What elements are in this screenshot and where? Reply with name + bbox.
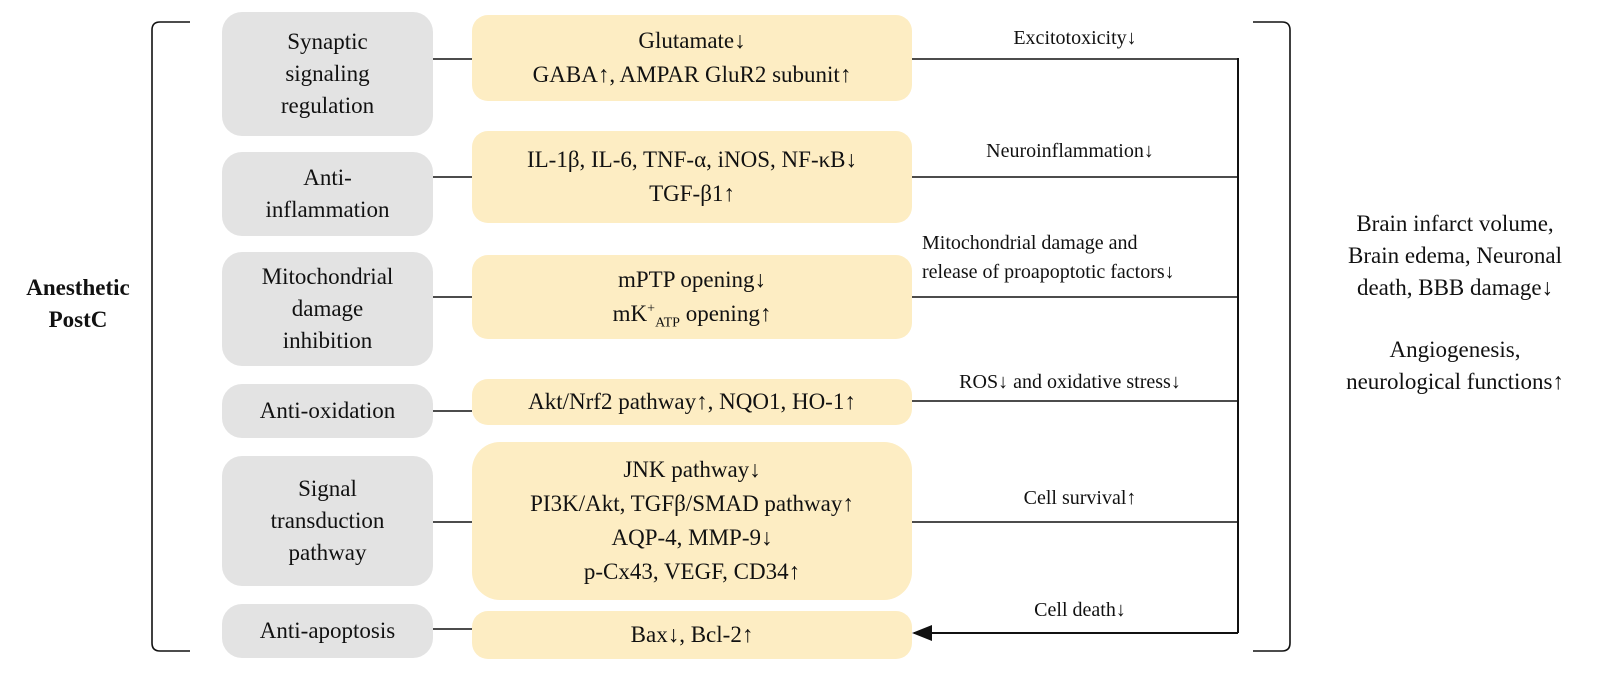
effect-text: Excitotoxicity↓ xyxy=(1013,27,1137,49)
root-label-line: PostC xyxy=(48,307,108,332)
mechanism-text: JNK pathway↓ xyxy=(623,457,761,482)
outcome-brain-damage: Brain infarct volume, Brain edema, Neuro… xyxy=(1318,208,1592,304)
effect-text: release of proapoptotic factors↓ xyxy=(922,261,1175,283)
outcomes-panel: Brain infarct volume, Brain edema, Neuro… xyxy=(1318,208,1592,428)
mechanism-jnk-pi3k: JNK pathway↓ PI3K/Akt, TGFβ/SMAD pathway… xyxy=(472,442,912,600)
effect-mitochondrial-damage: Mitochondrial damage and release of proa… xyxy=(922,229,1242,287)
mechanism-text: Bax↓, Bcl-2↑ xyxy=(630,622,754,647)
category-label: Anti-apoptosis xyxy=(259,618,396,643)
outcome-text: neurological functions↑ xyxy=(1346,369,1564,394)
category-label: Anti-oxidation xyxy=(259,398,396,423)
outcome-text: Brain infarct volume, xyxy=(1356,211,1554,236)
effect-neuroinflammation: Neuroinflammation↓ xyxy=(940,137,1200,166)
category-synaptic-signaling: Synaptic signaling regulation xyxy=(222,12,433,136)
effect-text: Mitochondrial damage and xyxy=(922,232,1138,254)
mechanism-text: AQP-4, MMP-9↓ xyxy=(611,525,773,550)
mechanism-text: IL-1β, IL-6, TNF-α, iNOS, NF-κB↓ xyxy=(526,147,858,172)
effect-text: Neuroinflammation↓ xyxy=(986,140,1154,162)
category-label: signaling xyxy=(285,61,370,86)
effect-text: Cell survival↑ xyxy=(1023,487,1137,509)
effect-text: ROS↓ and oxidative stress↓ xyxy=(959,371,1181,393)
mechanism-text: Glutamate↓ xyxy=(638,28,746,53)
left-bracket xyxy=(151,21,190,652)
effect-cell-death: Cell death↓ xyxy=(980,596,1180,625)
mechanism-text: mPTP opening↓ xyxy=(617,267,767,292)
category-label: inhibition xyxy=(282,328,373,353)
right-bracket xyxy=(1253,21,1291,652)
root-label-anesthetic-postc: Anesthetic PostC xyxy=(8,272,148,336)
outcome-text: death, BBB damage↓ xyxy=(1356,275,1554,300)
effect-excitotoxicity: Excitotoxicity↓ xyxy=(975,24,1175,53)
category-mitochondrial-damage: Mitochondrial damage inhibition xyxy=(222,252,433,366)
mechanism-text: GABA↑, AMPAR GluR2 subunit↑ xyxy=(532,62,852,87)
category-label: transduction xyxy=(270,508,385,533)
mechanism-text: Akt/Nrf2 pathway↑, NQO1, HO-1↑ xyxy=(528,389,856,414)
mechanism-akt-nrf2: Akt/Nrf2 pathway↑, NQO1, HO-1↑ xyxy=(472,379,912,425)
effect-text: Cell death↓ xyxy=(1034,599,1126,621)
mechanism-bax-bcl2: Bax↓, Bcl-2↑ xyxy=(472,611,912,659)
category-anti-inflammation: Anti- inflammation xyxy=(222,152,433,236)
category-anti-apoptosis: Anti-apoptosis xyxy=(222,604,433,658)
mechanism-glutamate-gaba: Glutamate↓ GABA↑, AMPAR GluR2 subunit↑ xyxy=(472,15,912,101)
effect-cell-survival: Cell survival↑ xyxy=(980,484,1180,513)
root-label-line: Anesthetic xyxy=(26,275,130,300)
mechanism-mptp: mPTP opening↓ mK+ATP opening↑ xyxy=(472,255,912,339)
category-anti-oxidation: Anti-oxidation xyxy=(222,384,433,438)
outcome-text: Angiogenesis, xyxy=(1389,337,1521,362)
category-label: inflammation xyxy=(265,197,390,222)
category-label: Mitochondrial xyxy=(261,264,394,289)
subscript-atp: ATP xyxy=(655,315,680,331)
category-label: Anti- xyxy=(303,165,352,190)
mechanism-text: mK+ATP opening↑ xyxy=(613,297,772,331)
outcome-text: Brain edema, Neuronal xyxy=(1348,243,1562,268)
category-label: damage xyxy=(291,296,364,321)
mechanism-text-part: mK xyxy=(612,301,648,326)
outcome-angiogenesis: Angiogenesis, neurological functions↑ xyxy=(1318,334,1592,398)
mechanism-text: TGF-β1↑ xyxy=(649,181,735,206)
category-label: Signal xyxy=(298,476,357,501)
mechanism-text: p-Cx43, VEGF, CD34↑ xyxy=(583,559,801,584)
effect-ros: ROS↓ and oxidative stress↓ xyxy=(930,368,1210,397)
category-label: Synaptic xyxy=(287,29,368,54)
category-label: regulation xyxy=(280,93,375,118)
mechanism-cytokines: IL-1β, IL-6, TNF-α, iNOS, NF-κB↓ TGF-β1↑ xyxy=(472,131,912,223)
mechanism-text-part: opening↑ xyxy=(679,301,772,326)
category-label: pathway xyxy=(288,540,367,565)
mechanism-text: PI3K/Akt, TGFβ/SMAD pathway↑ xyxy=(530,491,854,516)
category-signal-transduction: Signal transduction pathway xyxy=(222,456,433,586)
superscript-plus: + xyxy=(647,301,656,317)
